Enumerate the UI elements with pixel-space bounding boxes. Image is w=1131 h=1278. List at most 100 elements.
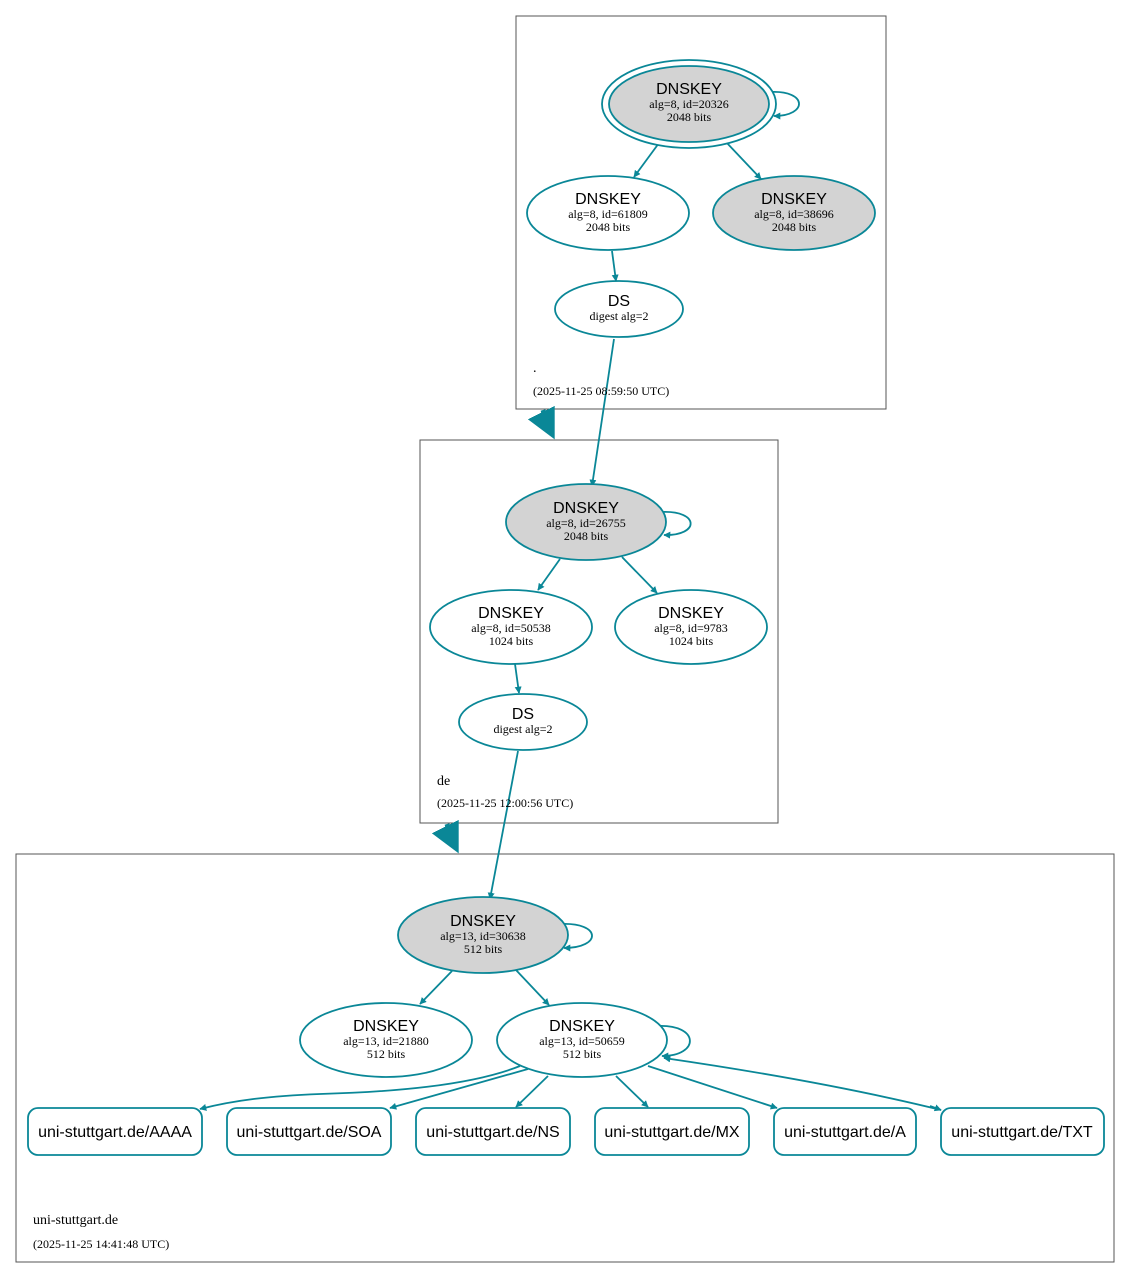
node-key-size: 512 bits [464,942,503,956]
uni-zsk-21880-node[interactable]: DNSKEY alg=13, id=21880 512 bits [299,1002,473,1078]
node-key-size: 2048 bits [564,529,609,543]
root-zsk-38696-node[interactable]: DNSKEY alg=8, id=38696 2048 bits [712,175,876,251]
edge-root-ds-to-de-ksk [589,338,615,487]
rrset-a-box [773,1107,917,1156]
edge-de-ksk-self [660,511,692,539]
rrset-aaaa-node[interactable]: uni-stuttgart.de/AAAA [27,1107,203,1156]
edge-uni-zsk-to-txt-head [929,1104,942,1112]
node-alg-id: alg=8, id=50538 [471,621,551,635]
delegation-de-to-uni [431,819,459,854]
rrset-label: uni-stuttgart.de/AAAA [38,1124,192,1141]
rrset-label: uni-stuttgart.de/SOA [237,1124,382,1141]
edge-root-ksk-to-zsk38696 [725,141,762,180]
rrset-ns-node[interactable]: uni-stuttgart.de/NS [415,1107,571,1156]
node-title: DNSKEY [658,605,724,622]
node-alg-id: alg=8, id=20326 [649,97,729,111]
rrset-label: uni-stuttgart.de/A [784,1124,906,1141]
uni-zsk-50659-ellipse [496,1002,668,1078]
edge-uni-zsk-to-mx [615,1075,649,1108]
node-alg-id: alg=8, id=26755 [546,516,626,530]
root-ds-ellipse [554,280,684,338]
rrset-txt-box [940,1107,1105,1156]
zone-uni-timestamp: (2025-11-25 14:41:48 UTC) [33,1237,169,1251]
node-title: DNSKEY [575,191,641,208]
node-alg-id: alg=8, id=61809 [568,207,648,221]
rrset-label: uni-stuttgart.de/NS [426,1124,559,1141]
de-ds-ellipse [458,693,588,751]
node-key-size: 512 bits [367,1047,406,1061]
node-title: DNSKEY [761,191,827,208]
root-zsk-38696-ellipse [712,175,876,251]
rrset-mx-box [594,1107,750,1156]
rrset-txt-node[interactable]: uni-stuttgart.de/TXT [940,1107,1105,1156]
node-key-size: 2048 bits [586,220,631,234]
delegation-root-to-de [527,405,555,440]
zone-uni-name: uni-stuttgart.de [33,1213,118,1228]
node-key-size: 2048 bits [772,220,817,234]
de-ksk-ellipse [505,483,667,561]
edge-de-ksk-to-zsk9783 [621,556,658,594]
node-title: DNSKEY [549,1018,615,1035]
edge-root-ksk-to-zsk61809 [633,142,660,178]
root-ds-node[interactable]: DS digest alg=2 [554,280,684,338]
de-zsk-50538-ellipse [429,589,593,665]
edge-uni-ksk-self [559,923,593,952]
root-ksk-node[interactable]: DNSKEY alg=8, id=20326 2048 bits [601,59,777,149]
node-alg-id: alg=13, id=30638 [440,929,526,943]
uni-zsk-50659-node[interactable]: DNSKEY alg=13, id=50659 512 bits [496,1002,668,1078]
root-zsk-61809-ellipse [526,175,690,251]
node-key-size: 512 bits [563,1047,602,1061]
de-zsk-50538-node[interactable]: DNSKEY alg=8, id=50538 1024 bits [429,589,593,665]
rrset-mx-node[interactable]: uni-stuttgart.de/MX [594,1107,750,1156]
node-title: DS [512,706,534,723]
edge-uni-ksk-to-zsk21880 [419,970,453,1005]
node-key-size: 1024 bits [669,634,714,648]
node-alg-id: alg=13, id=21880 [343,1034,429,1048]
node-title: DS [608,293,630,310]
node-digest: digest alg=2 [589,309,648,323]
node-title: DNSKEY [656,81,722,98]
rrset-soa-box [226,1107,392,1156]
root-zsk-61809-node[interactable]: DNSKEY alg=8, id=61809 2048 bits [526,175,690,251]
edge-uni-zsk-to-ns [515,1075,549,1108]
edge-uni-zsk-to-soa [389,1068,529,1110]
node-alg-id: alg=13, id=50659 [539,1034,625,1048]
rrset-label: uni-stuttgart.de/TXT [951,1124,1093,1141]
edge-de-ksk-to-zsk50538 [537,558,561,591]
rrset-label: uni-stuttgart.de/MX [604,1124,740,1141]
edge-uni-zsk-to-aaaa [199,1065,521,1111]
rrset-aaaa-box [27,1107,203,1156]
node-alg-id: alg=8, id=9783 [654,621,728,635]
de-ksk-node[interactable]: DNSKEY alg=8, id=26755 2048 bits [505,483,667,561]
edge-uni-zsk-self [656,1025,691,1060]
node-title: DNSKEY [478,605,544,622]
node-title: DNSKEY [353,1018,419,1035]
edge-uni-txt-to-zsk [663,1055,942,1111]
uni-ksk-node[interactable]: DNSKEY alg=13, id=30638 512 bits [397,896,569,974]
uni-ksk-ellipse [397,896,569,974]
edge-root-ksk-self [769,91,800,120]
edge-uni-zsk-to-a [647,1065,778,1110]
node-alg-id: alg=8, id=38696 [754,207,834,221]
node-title: DNSKEY [553,500,619,517]
root-ksk-ellipse [608,65,770,143]
zone-de-timestamp: (2025-11-25 12:00:56 UTC) [437,796,573,810]
rrset-a-node[interactable]: uni-stuttgart.de/A [773,1107,917,1156]
edge-uni-ksk-to-zsk50659 [515,969,550,1006]
zone-de-name: de [437,774,450,789]
node-key-size: 1024 bits [489,634,534,648]
edge-de-ds-to-uni-ksk [487,750,519,900]
uni-zsk-21880-ellipse [299,1002,473,1078]
de-zsk-9783-ellipse [614,589,768,665]
rrset-soa-node[interactable]: uni-stuttgart.de/SOA [226,1107,392,1156]
node-key-size: 2048 bits [667,110,712,124]
edge-de-zsk-to-ds [514,663,522,694]
de-ds-node[interactable]: DS digest alg=2 [458,693,588,751]
node-digest: digest alg=2 [493,722,552,736]
zone-root-timestamp: (2025-11-25 08:59:50 UTC) [533,384,669,398]
edge-root-zsk-to-ds [611,250,619,282]
zone-root-name: . [533,361,537,376]
de-zsk-9783-node[interactable]: DNSKEY alg=8, id=9783 1024 bits [614,589,768,665]
node-title: DNSKEY [450,913,516,930]
